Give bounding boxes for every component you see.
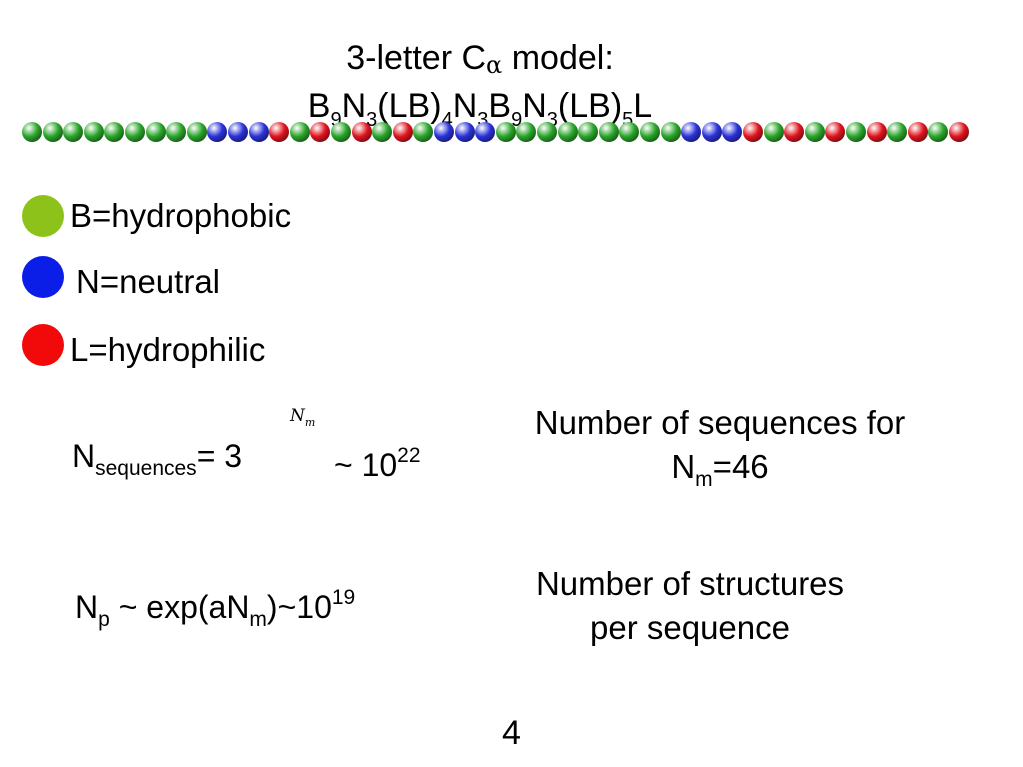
- alpha-symbol: α: [486, 51, 503, 79]
- chain-bead: [475, 122, 496, 142]
- chain-bead: [722, 122, 743, 142]
- chain-bead: [454, 122, 475, 142]
- chain-bead: [207, 122, 228, 142]
- chain-bead: [516, 122, 537, 142]
- eq1-exp-base: N: [290, 406, 305, 426]
- chain-bead: [248, 122, 269, 142]
- eq1-exponent: Nm: [290, 406, 315, 429]
- chain-bead: [495, 122, 516, 142]
- legend-hydrophobic: B=hydrophobic: [70, 197, 292, 234]
- chain-bead: [784, 122, 805, 142]
- sequence-formula: B9N3(LB)4N3B9N3(LB)5L: [307, 87, 653, 131]
- chain-bead: [763, 122, 784, 142]
- eq1-tail: ~ 1022: [334, 436, 421, 485]
- chain-bead: [928, 122, 949, 142]
- chain-bead: [907, 122, 928, 142]
- eq1-exp-sub: m: [304, 416, 316, 429]
- chain-bead: [372, 122, 393, 142]
- eq1-mid: = 3: [196, 438, 243, 474]
- bead-chain: [22, 120, 992, 148]
- chain-bead: [228, 122, 248, 142]
- chain-bead: [640, 122, 660, 142]
- chain-bead: [846, 122, 866, 142]
- desc1-sub: m: [695, 468, 713, 491]
- chain-bead: [186, 122, 207, 142]
- chain-bead: [269, 122, 290, 142]
- chain-bead: [63, 122, 84, 142]
- chain-bead: [887, 122, 908, 142]
- eq2-sub2: m: [249, 608, 267, 631]
- structures-description: Number of structures per sequence: [440, 562, 940, 650]
- chain-bead: [125, 122, 145, 142]
- chain-bead: [434, 122, 454, 142]
- chain-bead: [949, 122, 969, 142]
- eq2-mid2: )~10: [266, 589, 332, 625]
- chain-bead: [598, 122, 619, 142]
- desc1-line2: Nm=46: [470, 445, 970, 502]
- legend-neutral: N=neutral: [76, 263, 221, 300]
- chain-bead: [701, 122, 722, 142]
- eq2-base: N: [75, 589, 99, 625]
- chain-bead: [537, 122, 557, 142]
- chain-bead: [866, 122, 887, 142]
- eq1-base: N: [72, 438, 96, 474]
- eq2-sub1: p: [98, 608, 110, 631]
- chain-bead: [83, 122, 104, 142]
- chain-bead: [42, 122, 63, 142]
- chain-bead: [804, 122, 825, 142]
- eq1-tail-text: ~ 10: [334, 447, 398, 483]
- desc2-line2: per sequence: [590, 609, 790, 646]
- hydrophobic-dot-icon: [22, 195, 64, 237]
- equation-sequences: Nsequences= 3: [72, 436, 242, 489]
- sequences-description: Number of sequences for Nm=46: [470, 401, 970, 502]
- chain-bead: [557, 122, 578, 142]
- desc1-line1: Number of sequences for: [534, 404, 906, 441]
- chain-bead: [681, 122, 702, 142]
- chain-bead: [104, 122, 125, 142]
- chain-bead: [392, 122, 413, 142]
- chain-bead: [351, 122, 372, 142]
- chain-bead: [310, 122, 331, 142]
- desc1-base: N: [671, 448, 696, 485]
- chain-bead: [289, 122, 310, 142]
- slide-title-line2: B9N3(LB)4N3B9N3(LB)5L: [0, 86, 960, 140]
- slide-title-line1: 3-letter Cα model:: [0, 38, 960, 85]
- title-suffix: model:: [502, 39, 614, 77]
- page-number: 4: [502, 714, 521, 752]
- eq1-sup: 22: [397, 444, 421, 467]
- eq2-mid1: ~ exp(aN: [109, 589, 250, 625]
- chain-bead: [743, 122, 763, 142]
- chain-bead: [578, 122, 599, 142]
- chain-bead: [660, 122, 681, 142]
- chain-bead: [166, 122, 187, 142]
- chain-bead: [331, 122, 351, 142]
- legend-hydrophilic: L=hydrophilic: [70, 331, 266, 368]
- desc2-line1: Number of structures: [535, 565, 845, 602]
- chain-bead: [825, 122, 846, 142]
- chain-bead: [22, 122, 42, 142]
- neutral-dot-icon: [22, 256, 64, 298]
- eq1-sub: sequences: [95, 457, 197, 480]
- chain-bead: [413, 122, 434, 142]
- hydrophilic-dot-icon: [22, 324, 64, 366]
- title-prefix: 3-letter C: [346, 39, 487, 77]
- chain-bead: [619, 122, 640, 142]
- equation-structures: Np ~ exp(aNm)~1019: [75, 578, 355, 640]
- eq2-sup: 19: [331, 586, 356, 609]
- desc1-tail: =46: [712, 448, 769, 485]
- chain-bead: [145, 122, 166, 142]
